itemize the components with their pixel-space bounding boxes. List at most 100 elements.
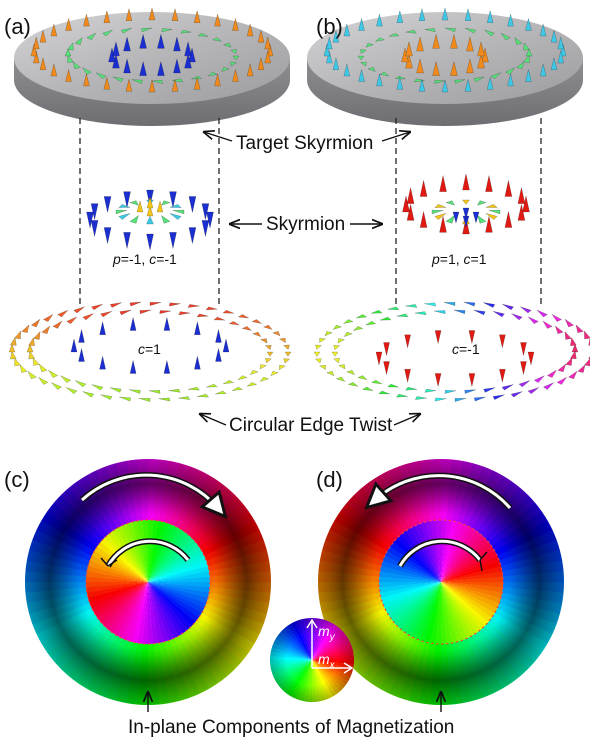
disk-outer-cone: [332, 57, 340, 71]
edge-twist-cone: [178, 396, 191, 400]
edge-twist-cone: [119, 396, 132, 402]
disk-outer-cone: [557, 36, 565, 50]
disk-ring-cone: [81, 66, 92, 75]
skyrmion-outer-cone: [402, 195, 410, 213]
skyrmion-mid-cone: [118, 213, 131, 221]
in-plane-label: In-plane Components of Magnetization: [128, 717, 454, 738]
skyrmion-outer-cone: [462, 173, 470, 191]
disk-ring-cone: [514, 36, 523, 45]
edge-inner-cone: [194, 321, 201, 336]
edge-twist-cone: [378, 390, 390, 395]
edge-inner-cone: [78, 348, 85, 362]
disk-core-cone: [184, 41, 192, 57]
disk-a-cones: [30, 7, 274, 93]
disk-ring-cone: [500, 32, 511, 41]
disk-outer-cone: [376, 14, 383, 27]
edge-twist-cone: [266, 351, 274, 357]
edge-twist-cone: [168, 388, 181, 393]
edge-twist-cone: [82, 391, 95, 398]
skyrmion-outer-cone: [86, 211, 94, 229]
skyrmion-mid-cone: [477, 214, 487, 224]
skyrmion-cones-b: [402, 173, 530, 235]
disk-outer-cone: [264, 36, 272, 50]
disk-outer-cone: [257, 30, 265, 43]
edge-inner-cone: [129, 360, 137, 374]
edge-inner-cone: [70, 338, 78, 353]
disk-outer-cone: [39, 57, 47, 71]
edge-twist-cone: [346, 369, 356, 376]
disk-core-cone: [405, 41, 413, 57]
skyrmion-outer-cone: [439, 216, 447, 233]
edge-twist-cone: [252, 331, 262, 338]
skyrmion-outer-cone: [419, 211, 428, 228]
disk-outer-cone: [103, 77, 111, 90]
disk-outer-cone: [232, 69, 239, 82]
skyrmion-outer-cone: [419, 180, 428, 197]
skyrmion-mid-cone: [129, 214, 139, 224]
disk-ring-cone: [131, 79, 143, 84]
edge-twist-cone: [109, 387, 122, 393]
skyrmion-outer-cone: [517, 187, 526, 204]
edge-twist-cone: [57, 309, 69, 318]
edge-twist-cone: [129, 389, 141, 394]
edge-twist-cone: [584, 358, 590, 367]
edge-twist-cone: [188, 386, 200, 391]
edge-inner-cone: [215, 329, 222, 343]
skyrmion-mid-cone: [485, 213, 498, 221]
skyrmion-mid-cone: [169, 213, 182, 221]
disk-core-cone: [432, 34, 440, 49]
edge-twist-cone: [542, 382, 554, 390]
edge-inner-cone: [499, 334, 506, 348]
edge-twist-cone: [278, 337, 286, 344]
edge-twist-cone: [518, 380, 531, 388]
disk-outer-cone: [65, 69, 72, 82]
disk-ring-cone: [424, 28, 436, 33]
disk-outer-cone: [525, 69, 532, 82]
edge-twist-cone: [178, 311, 191, 316]
skyrmion-outer-cone: [169, 232, 177, 249]
disk-ring-cone: [523, 42, 530, 51]
disk-outer-cone: [125, 79, 133, 92]
skyrmion-outer-cone: [123, 232, 131, 249]
skyrmion-core-cone: [146, 204, 154, 217]
edge-twist-cone: [52, 320, 63, 329]
disk-outer-cone: [486, 10, 494, 23]
skyrmion-outer-cone: [517, 204, 526, 221]
disk-core-cone: [477, 54, 485, 69]
edge-twist-cone: [259, 376, 270, 382]
disk-outer-cone: [257, 57, 265, 71]
skyrmion-mid-cone: [445, 214, 455, 224]
disk-core-cone: [466, 58, 474, 74]
disk-core-cone: [432, 61, 440, 76]
edge-twist-cone: [314, 358, 322, 364]
edge-twist-cone: [546, 369, 557, 378]
edge-inner-cone: [99, 356, 106, 370]
skyrmion-mid-cone: [488, 209, 501, 215]
disk-outer-cone: [396, 10, 404, 23]
disk-ring-cone: [86, 32, 97, 41]
edge-twist-cone: [343, 319, 354, 324]
disk-ring-cone: [445, 27, 456, 33]
edge-twist-cone: [149, 302, 162, 306]
edge-twist-cone: [66, 316, 78, 325]
disk-ring-cone: [413, 78, 425, 83]
edge-inner-cone: [129, 317, 137, 331]
edge-twist-cone: [527, 316, 539, 325]
skyrmion-outer-cone: [146, 233, 154, 251]
edge-inner-cone: [468, 330, 476, 344]
disk-ring-cone: [197, 32, 209, 37]
edge-twist-cone: [536, 309, 548, 318]
edge-twist-cone: [443, 302, 456, 306]
edge-twist-cone: [262, 324, 273, 330]
disk-outer-cone: [214, 14, 221, 27]
skyrmion-mid-cone: [118, 204, 131, 208]
edge-twist-cone: [335, 376, 346, 382]
edge-twist-cone: [21, 324, 30, 334]
edge-twist-cone: [337, 338, 346, 344]
disk-outer-cone: [418, 8, 426, 21]
color-disk-c: [25, 459, 271, 705]
edge-twist-cone: [542, 320, 553, 329]
circular-edge-twist-label: Circular Edge Twist: [229, 415, 393, 436]
edge-twist-cone: [168, 302, 181, 307]
